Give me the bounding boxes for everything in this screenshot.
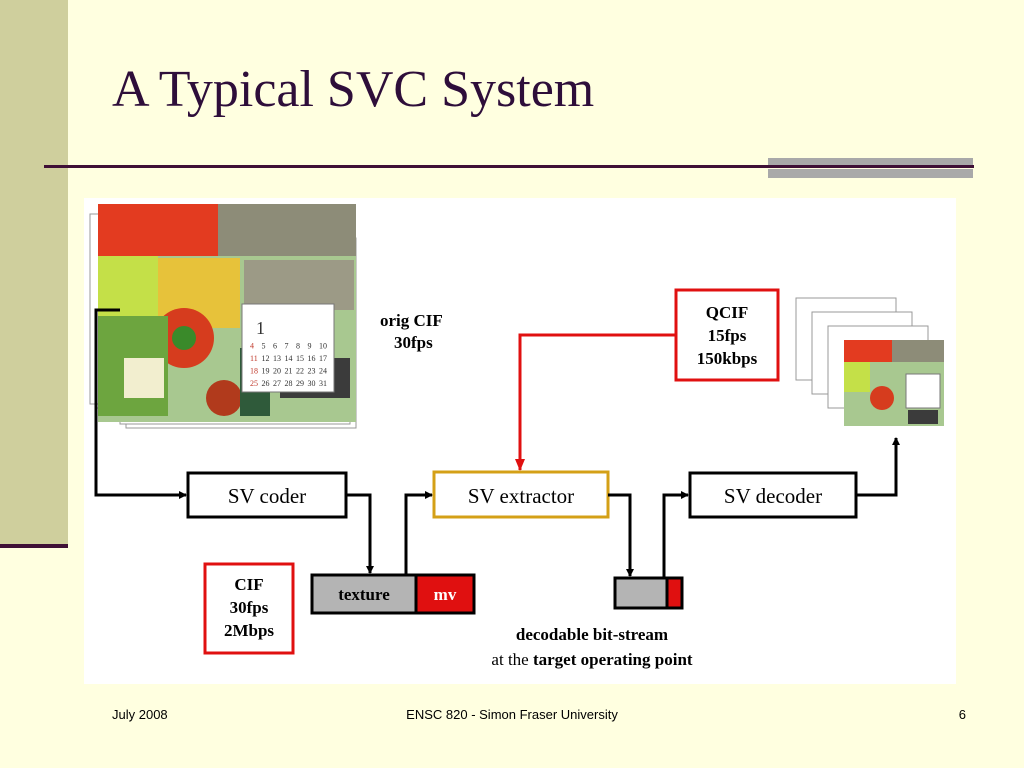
calendar-day: 15 (296, 354, 304, 363)
texture-label: texture (338, 585, 390, 604)
left-band-rule (0, 544, 68, 548)
orig-label-line2: 30fps (394, 333, 433, 352)
orig-to-coder-arrow (94, 308, 187, 499)
decodable-caption-bold: target operating point (533, 650, 693, 669)
page-number: 6 (958, 707, 966, 722)
decodable-caption-line1: decodable bit-stream (516, 625, 668, 644)
calendar-day: 20 (273, 367, 281, 376)
calendar-day: 12 (262, 354, 270, 363)
cif-box (203, 562, 295, 655)
qcif-line2: 15fps (708, 326, 747, 345)
decodable-caption-line2: at the target operating point (491, 650, 692, 669)
footer-date: July 2008 (112, 707, 168, 722)
calendar-day: 11 (250, 354, 258, 363)
title-rule (44, 165, 974, 168)
calendar-day: 18 (250, 367, 258, 376)
qcif-line3: 150kbps (697, 349, 758, 368)
calendar-day: 22 (296, 367, 304, 376)
calendar-day: 23 (308, 367, 316, 376)
sv-extractor-label: SV extractor (468, 484, 574, 508)
mv-label: mv (434, 585, 457, 604)
calendar-day: 5 (262, 342, 266, 351)
calendar-day: 26 (262, 379, 270, 388)
decoded-frame-stack (795, 297, 944, 426)
texture-block (310, 573, 418, 615)
orig-label-line1: orig CIF (380, 311, 443, 330)
calendar-day: 30 (308, 379, 316, 388)
calendar-day: 13 (273, 354, 281, 363)
calendar-day: 31 (319, 379, 327, 388)
calendar-day: 4 (250, 342, 254, 351)
decoder-to-output-arrow (856, 437, 900, 497)
calendar-day: 21 (285, 367, 293, 376)
cif-line2: 30fps (230, 598, 269, 617)
extracted-to-decoder-arrow (662, 491, 689, 578)
cif-line3: 2Mbps (224, 621, 274, 640)
qcif-to-extractor-arrow (515, 333, 676, 471)
footer-course: ENSC 820 - Simon Fraser University (406, 707, 618, 722)
calendar-day: 25 (250, 379, 258, 388)
qcif-line1: QCIF (706, 303, 749, 322)
extractor-to-extracted-arrow (608, 493, 634, 577)
sv-coder-box (186, 471, 348, 519)
title-rule-accent (768, 158, 973, 178)
calendar-day: 24 (319, 367, 327, 376)
calendar-day: 19 (262, 367, 270, 376)
cif-line1: CIF (234, 575, 263, 594)
calendar-day: 6 (273, 342, 277, 351)
calendar-month: 1 (256, 318, 265, 338)
qcif-box (674, 288, 780, 382)
calendar-day: 17 (319, 354, 327, 363)
calendar-day: 14 (285, 354, 293, 363)
calendar-day: 8 (296, 342, 300, 351)
slide-title: A Typical SVC System (112, 61, 595, 118)
calendar-day: 29 (296, 379, 304, 388)
left-decorative-band (0, 0, 68, 548)
calendar-day: 28 (285, 379, 293, 388)
sv-coder-label: SV coder (228, 484, 306, 508)
stream-to-extractor-arrow (404, 491, 433, 575)
mv-block (414, 573, 476, 615)
decodable-caption-prefix: at the (491, 650, 533, 669)
extracted-mv-block (665, 576, 684, 610)
calendar-day: 27 (273, 379, 281, 388)
calendar-day: 7 (285, 342, 289, 351)
calendar-day: 9 (308, 342, 312, 351)
coder-to-stream-arrow (346, 493, 374, 574)
sv-decoder-box (688, 471, 858, 519)
extracted-stream-block (613, 576, 669, 610)
calendar-day: 10 (319, 342, 327, 351)
sv-decoder-label: SV decoder (724, 484, 822, 508)
calendar-day: 16 (308, 354, 316, 363)
